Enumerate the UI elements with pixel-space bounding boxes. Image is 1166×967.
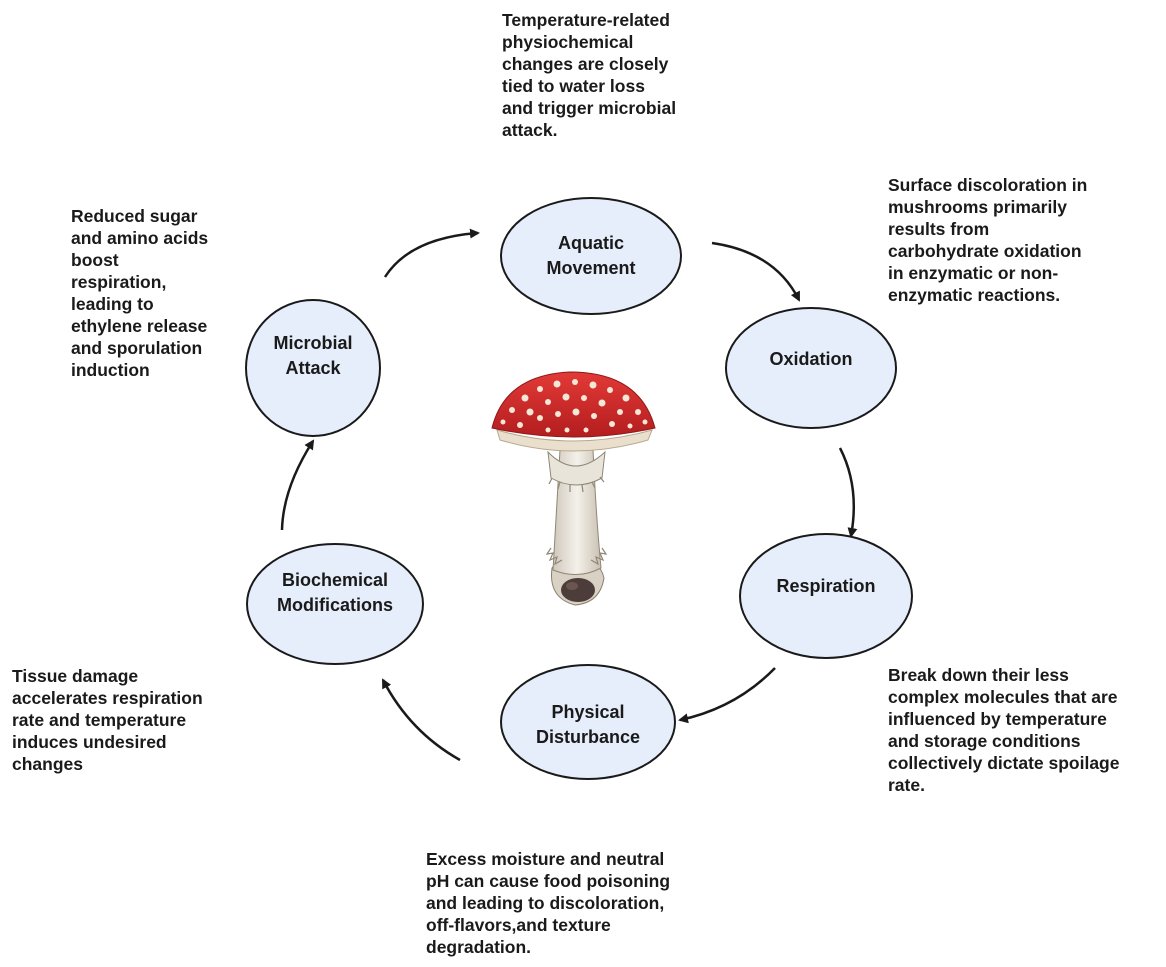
arrow-biochemical-to-microbial	[280, 439, 315, 531]
stage-label-oxidation: Oxidation	[769, 349, 853, 369]
arrow-microbial-to-aquatic	[383, 228, 480, 278]
note-biochemical-modifications: Tissue damage accelerates respiration ra…	[12, 666, 203, 774]
stage-label-respiration: Respiration	[776, 576, 876, 596]
stage-node-aquatic-movement	[500, 197, 682, 315]
arrow-oxidation-to-respiration	[838, 447, 858, 538]
stage-label-microbial-attack: Microbial Attack	[273, 333, 353, 378]
mushroom-icon	[491, 371, 656, 606]
arrow-respiration-to-physical	[678, 667, 776, 724]
note-aquatic-movement: Temperature-related physiochemical chang…	[502, 10, 677, 140]
arrow-aquatic-to-oxidation	[711, 241, 801, 302]
stage-node-physical-disturbance	[500, 664, 676, 780]
note-oxidation: Surface discoloration in mushrooms prima…	[888, 175, 1088, 305]
note-microbial-attack: Reduced sugar and amino acids boost resp…	[71, 206, 209, 380]
stage-node-oxidation	[725, 307, 897, 429]
stage-label-aquatic-movement: Aquatic Movement	[546, 233, 636, 278]
note-respiration: Break down their less complex molecules …	[888, 665, 1120, 795]
stage-node-biochemical-modifications	[246, 543, 424, 665]
stage-node-microbial-attack	[245, 299, 381, 437]
stage-label-biochemical-modifications: Biochemical Modifications	[277, 570, 393, 615]
note-physical-disturbance: Excess moisture and neutral pH can cause…	[426, 849, 671, 957]
stage-node-respiration	[739, 533, 913, 659]
arrow-physical-to-biochemical	[381, 678, 461, 762]
stage-label-physical-disturbance: Physical Disturbance	[535, 702, 641, 747]
